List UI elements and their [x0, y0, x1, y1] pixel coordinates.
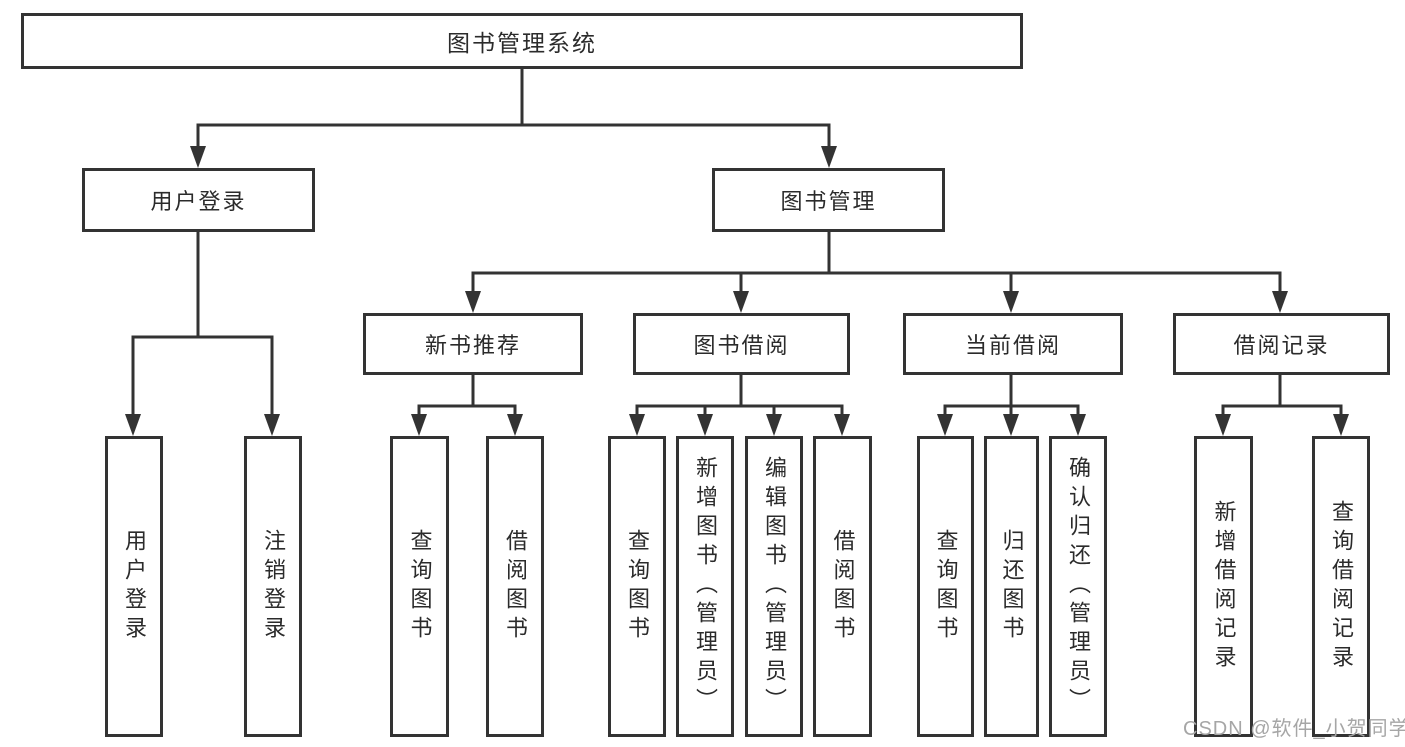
leaf-add-books-admin-label: 新增图书（管理员）	[693, 456, 718, 717]
leaf-user-login: 用户登录	[105, 436, 163, 737]
node-user-login-label: 用户登录	[150, 189, 247, 214]
arrowhead-icon	[834, 414, 850, 436]
leaf-return-books-label: 归还图书	[999, 528, 1025, 645]
node-book-borrowing: 图书借阅	[633, 313, 850, 375]
leaf-logout: 注销登录	[244, 436, 302, 737]
node-borrowing-records: 借阅记录	[1173, 313, 1390, 375]
connector-user-login-to-leaves	[125, 232, 280, 436]
node-current-borrowing: 当前借阅	[903, 313, 1123, 375]
node-new-book-recommend-label: 新书推荐	[424, 333, 521, 358]
arrowhead-icon	[1003, 414, 1019, 436]
leaf-logout-label: 注销登录	[261, 528, 286, 645]
leaf-confirm-return-admin: 确认归还（管理员）	[1049, 436, 1107, 737]
node-book-management: 图书管理	[712, 168, 945, 232]
node-root-label: 图书管理系统	[447, 30, 597, 56]
arrowhead-icon	[766, 414, 782, 436]
node-current-borrowing-label: 当前借阅	[964, 333, 1061, 358]
leaf-borrow-books-1-label: 借阅图书	[503, 528, 528, 645]
arrowhead-icon	[629, 414, 645, 436]
connector-root-to-level2	[190, 68, 837, 168]
csdn-watermark: CSDN @软件_小贺同学	[1183, 718, 1405, 740]
node-new-book-recommend: 新书推荐	[363, 313, 583, 375]
connector-book-management-to-level3	[465, 232, 1288, 313]
connector-current-borrowing-to-leaves	[937, 374, 1086, 436]
connector-borrowing-records-to-leaves	[1215, 374, 1349, 436]
leaf-query-books-3: 查询图书	[917, 436, 974, 737]
leaf-query-books-2-label: 查询图书	[625, 528, 650, 645]
leaf-query-books-3-label: 查询图书	[933, 528, 959, 645]
leaf-confirm-return-admin-label: 确认归还（管理员）	[1066, 456, 1091, 717]
node-borrowing-records-label: 借阅记录	[1233, 333, 1330, 358]
leaf-borrow-books-2-label: 借阅图书	[830, 528, 856, 645]
leaf-query-books-1-label: 查询图书	[407, 528, 433, 645]
node-book-management-label: 图书管理	[780, 189, 877, 214]
leaf-borrow-books-1: 借阅图书	[486, 436, 544, 737]
arrowhead-icon	[697, 414, 713, 436]
arrowhead-icon	[1003, 291, 1019, 313]
arrowhead-icon	[1333, 414, 1349, 436]
leaf-query-books-2: 查询图书	[608, 436, 666, 737]
leaf-add-borrow-record: 新增借阅记录	[1194, 436, 1253, 737]
arrowhead-icon	[125, 414, 141, 436]
arrowhead-icon	[1215, 414, 1231, 436]
leaf-query-books-1: 查询图书	[390, 436, 449, 737]
leaf-borrow-books-2: 借阅图书	[813, 436, 872, 737]
connector-book-borrowing-to-leaves	[629, 374, 850, 436]
arrowhead-icon	[465, 291, 481, 313]
arrowhead-icon	[1272, 291, 1288, 313]
node-user-login: 用户登录	[82, 168, 315, 232]
arrowhead-icon	[507, 414, 523, 436]
arrowhead-icon	[733, 291, 749, 313]
arrowhead-icon	[264, 414, 280, 436]
arrowhead-icon	[190, 146, 206, 168]
leaf-edit-books-admin-label: 编辑图书（管理员）	[762, 456, 787, 717]
connector-new-book-recommend-to-leaves	[411, 374, 523, 436]
leaf-query-borrow-record: 查询借阅记录	[1312, 436, 1370, 737]
leaf-add-borrow-record-label: 新增借阅记录	[1211, 499, 1237, 674]
leaf-return-books: 归还图书	[984, 436, 1039, 737]
leaf-query-borrow-record-label: 查询借阅记录	[1329, 499, 1354, 674]
node-book-borrowing-label: 图书借阅	[693, 333, 790, 358]
arrowhead-icon	[821, 146, 837, 168]
arrowhead-icon	[937, 414, 953, 436]
leaf-edit-books-admin: 编辑图书（管理员）	[745, 436, 803, 737]
leaf-add-books-admin: 新增图书（管理员）	[676, 436, 734, 737]
arrowhead-icon	[1070, 414, 1086, 436]
arrowhead-icon	[411, 414, 427, 436]
leaf-user-login-label: 用户登录	[122, 528, 147, 645]
node-root: 图书管理系统	[21, 13, 1023, 69]
